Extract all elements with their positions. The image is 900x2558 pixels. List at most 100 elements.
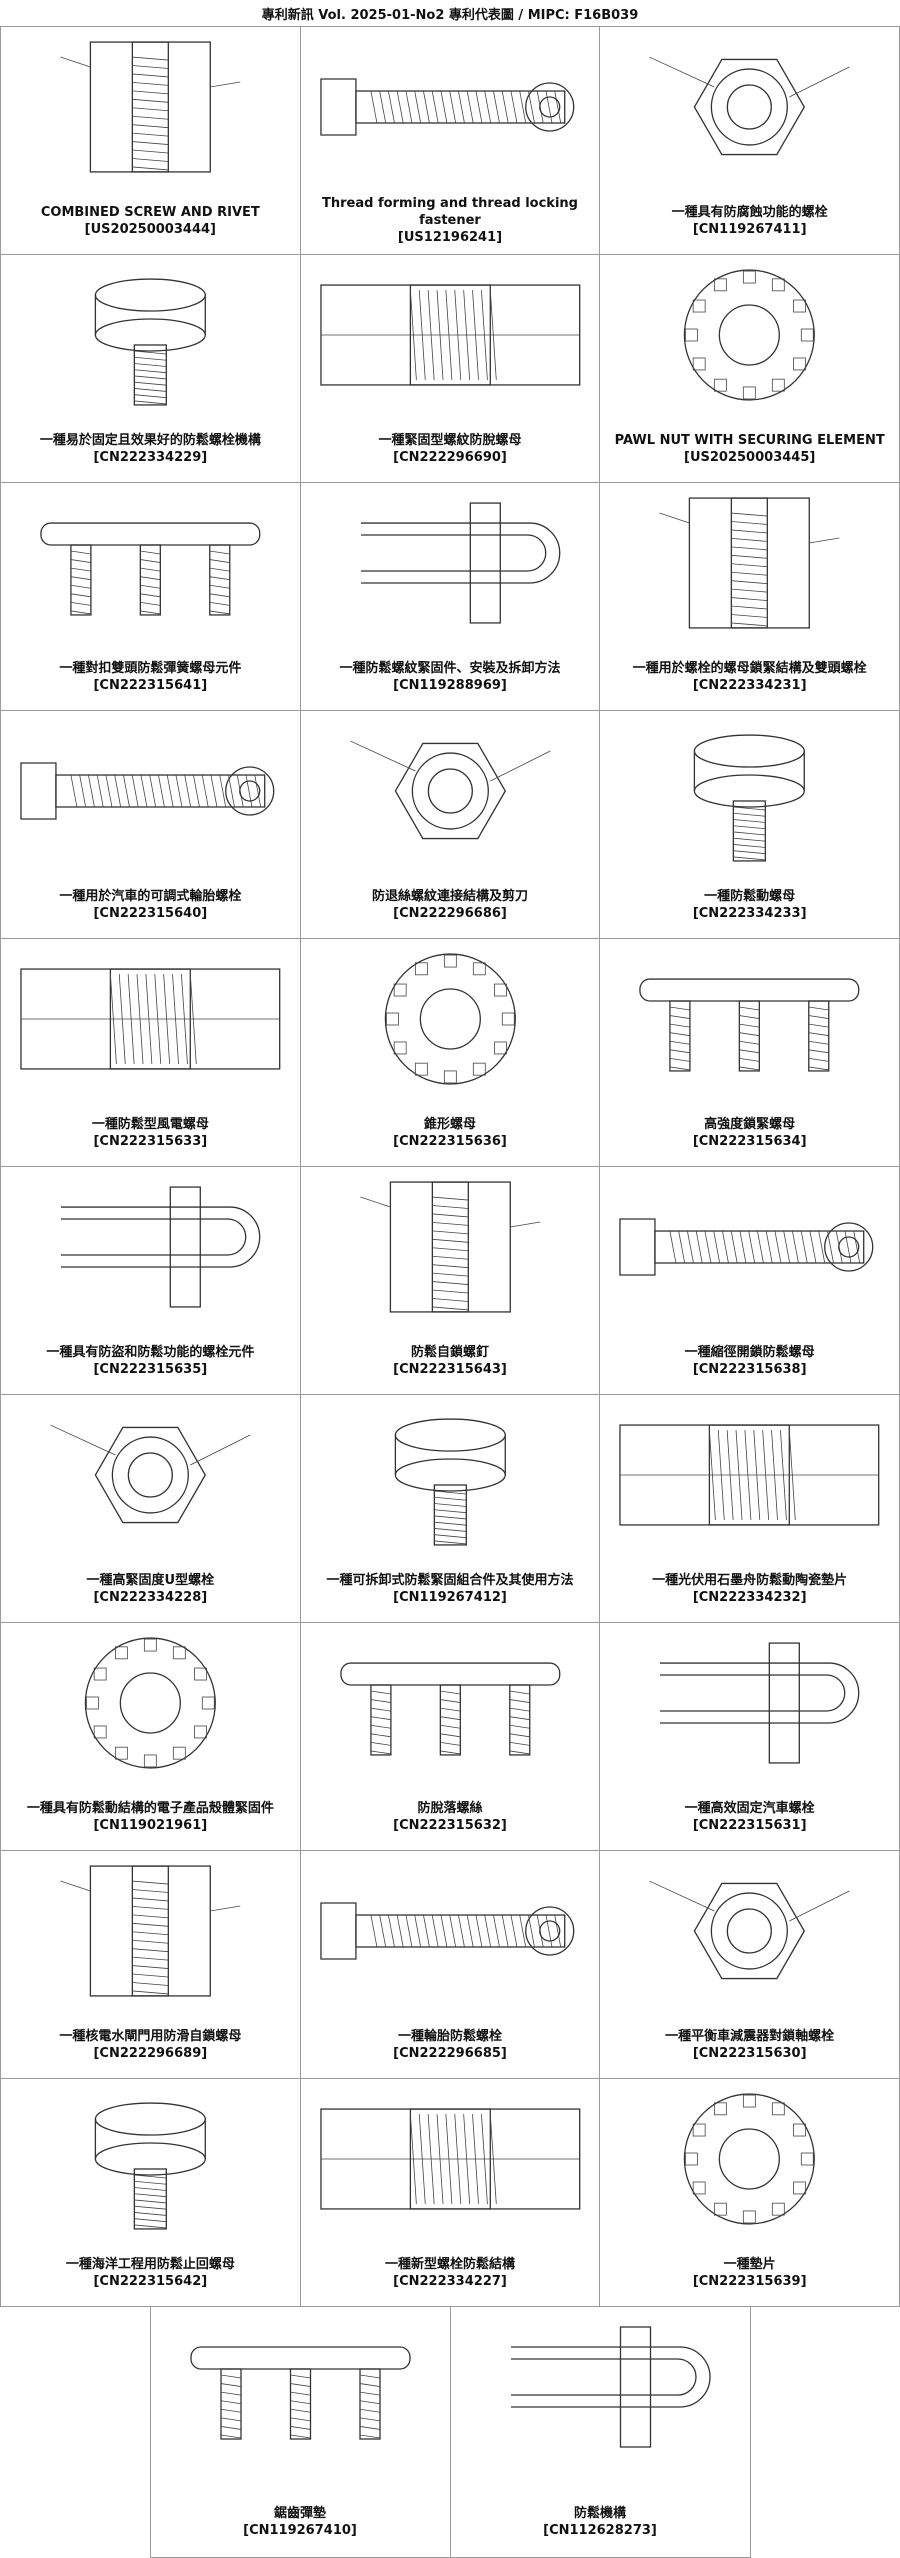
patent-number: [CN222315631]: [693, 1817, 807, 1834]
patent-number: [US12196241]: [398, 229, 502, 246]
patent-caption: 一種輪胎防鬆螺栓[CN222296685]: [301, 2011, 600, 2078]
patent-caption: COMBINED SCREW AND RIVET[US20250003444]: [1, 187, 300, 254]
patent-card: 一種用於汽車的可調式輪胎螺栓[CN222315640]: [1, 711, 301, 939]
patent-title: 一種緊固型螺紋防脫螺母: [379, 432, 522, 449]
patent-number: [CN222296690]: [393, 449, 507, 466]
patent-number: [CN222315630]: [693, 2045, 807, 2062]
patent-caption: 一種光伏用石墨舟防鬆動陶瓷墊片[CN222334232]: [600, 1555, 899, 1622]
patent-caption: PAWL NUT WITH SECURING ELEMENT[US2025000…: [600, 415, 899, 482]
patent-title: 一種防鬆動螺母: [704, 888, 795, 905]
patent-card: PAWL NUT WITH SECURING ELEMENT[US2025000…: [600, 255, 900, 483]
patent-caption: 一種新型螺栓防鬆結構[CN222334227]: [301, 2239, 600, 2306]
header-title: 專利新訊 Vol. 2025-01-No2 專利代表圖 / MIPC: F16B…: [262, 4, 639, 23]
patent-title: 一種用於螺栓的螺母鎖緊結構及雙頭螺栓: [633, 660, 867, 677]
patent-title: 防退絲螺紋連接結構及剪刀: [372, 888, 528, 905]
patent-title: 一種光伏用石墨舟防鬆動陶瓷墊片: [652, 1572, 847, 1589]
patent-caption: 一種防鬆螺紋緊固件、安裝及拆卸方法[CN119288969]: [301, 643, 600, 710]
patent-card: 一種具有防腐蝕功能的螺栓[CN119267411]: [600, 27, 900, 255]
patent-number: [CN222296685]: [393, 2045, 507, 2062]
u-bolt-drawing: [1, 1395, 300, 1555]
patent-caption: 一種具有防盜和防鬆功能的螺栓元件[CN222315635]: [1, 1327, 300, 1394]
hex-sleeve-drawing: [451, 2307, 750, 2487]
tee-nut-drawing: [301, 255, 600, 415]
patent-last-row: 鋸齒彈墊[CN119267410] 防鬆機構[CN112628273]: [0, 2307, 900, 2558]
patent-caption: 一種具有防腐蝕功能的螺栓[CN119267411]: [600, 187, 899, 254]
self-locking-screw-drawing: [301, 1167, 600, 1327]
patent-number: [CN222315643]: [393, 1361, 507, 1378]
patent-caption: 一種海洋工程用防鬆止回螺母[CN222315642]: [1, 2239, 300, 2306]
patent-card: 鋸齒彈墊[CN119267410]: [150, 2307, 451, 2558]
patent-title: 一種海洋工程用防鬆止回螺母: [66, 2256, 235, 2273]
toothed-washer-drawing: [600, 2079, 899, 2239]
patent-number: [CN119288969]: [393, 677, 507, 694]
patent-caption: 防退絲螺紋連接結構及剪刀[CN222296686]: [301, 871, 600, 938]
bolt-assembly-exploded-drawing: [1, 255, 300, 415]
patent-card: 一種易於固定且效果好的防鬆螺栓機構[CN222334229]: [1, 255, 301, 483]
patent-number: [US20250003444]: [85, 221, 216, 238]
patent-caption: 一種用於螺栓的螺母鎖緊結構及雙頭螺栓[CN222334231]: [600, 643, 899, 710]
patent-card: 一種核電水閘門用防滑自鎖螺母[CN222296689]: [1, 1851, 301, 2079]
patent-row: 一種核電水閘門用防滑自鎖螺母[CN222296689] 一種輪胎防鬆螺栓[CN2…: [1, 1851, 900, 2079]
patent-title: 一種易於固定且效果好的防鬆螺栓機構: [40, 432, 261, 449]
patent-title: 防脫落螺絲: [418, 1800, 483, 1817]
patent-card: 錐形螺母[CN222315636]: [301, 939, 601, 1167]
patent-title: 一種墊片: [724, 2256, 776, 2273]
anti-drop-screw-drawing: [301, 1623, 600, 1783]
patent-title: 一種可拆卸式防鬆緊固組合件及其使用方法: [327, 1572, 574, 1589]
patent-caption: 防脫落螺絲[CN222315632]: [301, 1783, 600, 1850]
patent-caption: Thread forming and thread locking fasten…: [301, 187, 600, 254]
patent-card: 一種防鬆動螺母[CN222334233]: [600, 711, 900, 939]
patent-number: [CN222315642]: [93, 2273, 207, 2290]
double-nut-spring-drawing: [1, 483, 300, 643]
patent-number: [CN222315641]: [93, 677, 207, 694]
screw-rivet-cross-section-drawing: [1, 27, 300, 187]
detachable-assembly-drawing: [301, 1395, 600, 1555]
patent-caption: 一種核電水閘門用防滑自鎖螺母[CN222296689]: [1, 2011, 300, 2078]
patent-number: [CN222334232]: [693, 1589, 807, 1606]
patent-title: Thread forming and thread locking fasten…: [305, 195, 596, 229]
patent-caption: 錐形螺母[CN222315636]: [301, 1099, 600, 1166]
patent-title: 一種具有防盜和防鬆功能的螺栓元件: [46, 1344, 254, 1361]
patent-card: COMBINED SCREW AND RIVET[US20250003444]: [1, 27, 301, 255]
patent-row: 一種對扣雙頭防鬆彈簧螺母元件[CN222315641] 一種防鬆螺紋緊固件、安裝…: [1, 483, 900, 711]
patent-card: 一種高緊固度U型螺栓[CN222334228]: [1, 1395, 301, 1623]
patent-title: 一種高效固定汽車螺栓: [685, 1800, 815, 1817]
patent-caption: 一種高效固定汽車螺栓[CN222315631]: [600, 1783, 899, 1850]
patent-card: 一種高效固定汽車螺栓[CN222315631]: [600, 1623, 900, 1851]
patent-card: 一種緊固型螺紋防脫螺母[CN222296690]: [301, 255, 601, 483]
patent-caption: 一種易於固定且效果好的防鬆螺栓機構[CN222334229]: [1, 415, 300, 482]
patent-card: 防鬆自鎖螺釘[CN222315643]: [301, 1167, 601, 1395]
patent-number: [CN119267410]: [243, 2522, 357, 2539]
patent-number: [CN222315633]: [93, 1133, 207, 1150]
patent-number: [CN222315638]: [693, 1361, 807, 1378]
patent-caption: 一種具有防鬆動結構的電子產品殼體緊固件[CN119021961]: [1, 1783, 300, 1850]
patent-caption: 一種高緊固度U型螺栓[CN222334228]: [1, 1555, 300, 1622]
car-bolt-drawing: [600, 1623, 899, 1783]
ceramic-gasket-drawing: [600, 1395, 899, 1555]
patent-row: COMBINED SCREW AND RIVET[US20250003444] …: [1, 27, 900, 255]
patent-card: 一種縮徑開鎖防鬆螺母[CN222315638]: [600, 1167, 900, 1395]
square-nut-drawing: [600, 711, 899, 871]
patent-caption: 一種防鬆型風電螺母[CN222315633]: [1, 1099, 300, 1166]
patent-title: 一種平衡車減震器對鎖軸螺栓: [665, 2028, 834, 2045]
patent-title: 一種具有防腐蝕功能的螺栓: [672, 204, 828, 221]
patent-title: 一種新型螺栓防鬆結構: [385, 2256, 515, 2273]
patent-row: 一種具有防鬆動結構的電子產品殼體緊固件[CN119021961]防脫落螺絲[CN…: [1, 1623, 900, 1851]
patent-number: [CN222334228]: [93, 1589, 207, 1606]
patent-row: 一種高緊固度U型螺栓[CN222334228] 一種可拆卸式防鬆緊固組合件及其使…: [1, 1395, 900, 1623]
patent-card: 一種用於螺栓的螺母鎖緊結構及雙頭螺栓[CN222334231]: [600, 483, 900, 711]
patent-caption: 鋸齒彈墊[CN119267410]: [151, 2487, 450, 2557]
scissor-screw-drawing: [301, 711, 600, 871]
patent-card: 一種新型螺栓防鬆結構[CN222334227]: [301, 2079, 601, 2307]
patent-number: [CN222334227]: [393, 2273, 507, 2290]
patent-card: 一種對扣雙頭防鬆彈簧螺母元件[CN222315641]: [1, 483, 301, 711]
patent-title: 一種防鬆螺紋緊固件、安裝及拆卸方法: [340, 660, 561, 677]
patent-caption: 一種縮徑開鎖防鬆螺母[CN222315638]: [600, 1327, 899, 1394]
patent-title: 一種對扣雙頭防鬆彈簧螺母元件: [59, 660, 241, 677]
patent-number: [CN222315632]: [393, 1817, 507, 1834]
nuclear-nut-drawing: [1, 1851, 300, 2011]
patent-number: [CN222334229]: [93, 449, 207, 466]
patent-caption: 防鬆機構[CN112628273]: [451, 2487, 750, 2557]
patent-title: 一種用於汽車的可調式輪胎螺栓: [59, 888, 241, 905]
patent-title: 一種高緊固度U型螺栓: [87, 1572, 215, 1589]
